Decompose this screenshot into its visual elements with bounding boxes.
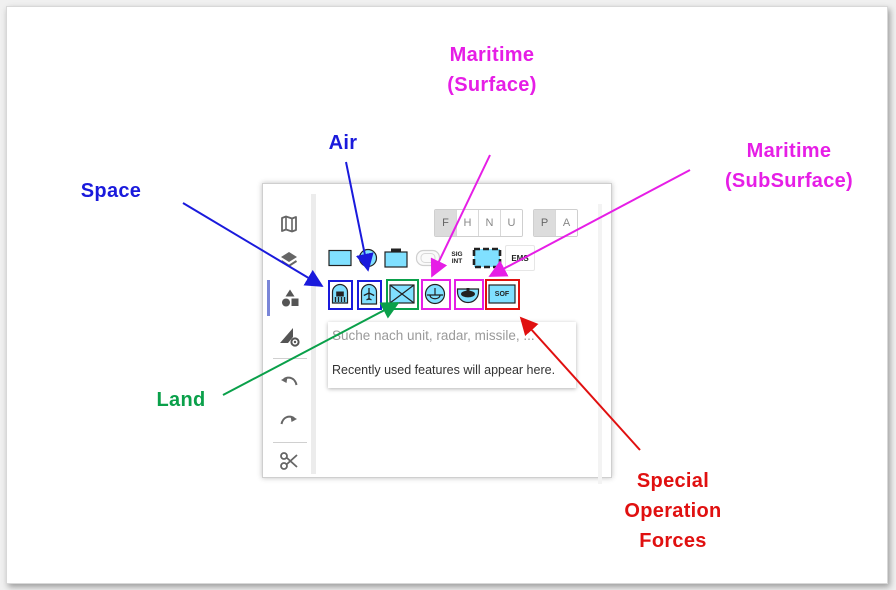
layers-icon xyxy=(280,252,298,267)
circle-icon xyxy=(358,248,378,268)
toolbar-separator xyxy=(273,358,307,359)
status-anticipated-button[interactable]: A xyxy=(556,210,577,236)
map-icon xyxy=(281,215,297,233)
affiliation-neutral-button[interactable]: N xyxy=(479,210,501,236)
affiliation-unknown-button[interactable]: U xyxy=(501,210,522,236)
sigint-symbol-button[interactable]: SIG INT xyxy=(445,244,469,272)
map-tool[interactable] xyxy=(269,206,309,242)
redo-icon xyxy=(280,415,297,425)
affiliation-selector: F H N U xyxy=(434,209,523,237)
sof-label: SOF xyxy=(494,290,510,298)
annotation-air: Air xyxy=(328,132,358,154)
recent-features-empty-text: Recently used features will appear here. xyxy=(332,363,556,377)
sof-icon xyxy=(488,284,516,304)
sea-surface-symbol-button[interactable] xyxy=(423,282,447,306)
ems-symbol-button[interactable]: EMS xyxy=(505,245,535,271)
subsurface-icon xyxy=(456,288,480,304)
equipment-symbol-button[interactable] xyxy=(471,245,503,271)
land-symbol-button[interactable] xyxy=(388,283,416,305)
drawing-panel: F H N U P A xyxy=(262,183,612,484)
shapes-icon xyxy=(282,289,299,307)
ems-label: EMS xyxy=(511,253,529,263)
activity-symbol-button[interactable] xyxy=(413,246,443,270)
annotation-special-operation-forces: Special Operation Forces xyxy=(624,470,722,552)
sea-surface-icon xyxy=(424,283,446,305)
cut-tool[interactable] xyxy=(269,443,309,479)
activity-icon xyxy=(415,249,441,267)
annotation-space: Space xyxy=(80,180,142,202)
circle-symbol-button[interactable] xyxy=(356,246,380,270)
scissors-icon xyxy=(280,452,298,470)
annotation-maritime-subsurface: Maritime (SubSurface) xyxy=(724,140,854,192)
space-icon xyxy=(331,283,349,304)
toolbar-separator xyxy=(273,442,307,443)
sof-symbol-button[interactable]: SOF xyxy=(488,283,516,305)
panel-scrollbar[interactable] xyxy=(598,204,602,484)
equipment-icon xyxy=(472,247,502,269)
symbol-search: Recently used features will appear here. xyxy=(328,322,576,388)
undo-icon xyxy=(281,376,298,386)
measure-settings-icon xyxy=(280,328,300,347)
undo-tool[interactable] xyxy=(269,364,309,400)
symbol-palette: F H N U P A xyxy=(316,194,602,484)
air-icon xyxy=(360,283,378,305)
air-symbol-button[interactable] xyxy=(359,282,379,306)
layers-tool[interactable] xyxy=(269,242,309,278)
annotation-maritime-surface: Maritime (Surface) xyxy=(447,44,537,96)
status-present-button[interactable]: P xyxy=(534,210,556,236)
installation-icon xyxy=(384,248,408,268)
subsurface-symbol-button[interactable] xyxy=(455,282,481,306)
redo-tool[interactable] xyxy=(269,402,309,438)
annotation-land: Land xyxy=(156,389,206,411)
status-selector: P A xyxy=(533,209,578,237)
side-toolbar xyxy=(267,196,311,471)
unit-symbol-button[interactable] xyxy=(326,246,354,270)
measure-settings-tool[interactable] xyxy=(269,318,309,354)
unit-rect-icon xyxy=(328,249,352,267)
shapes-tool[interactable] xyxy=(267,280,310,316)
affiliation-friend-button[interactable]: F xyxy=(435,210,457,236)
affiliation-hostile-button[interactable]: H xyxy=(457,210,479,236)
symbol-search-input[interactable] xyxy=(328,322,576,348)
sigint-label: SIG INT xyxy=(451,250,463,266)
space-symbol-button[interactable] xyxy=(330,282,350,306)
installation-symbol-button[interactable] xyxy=(382,245,410,271)
land-icon xyxy=(389,284,415,304)
